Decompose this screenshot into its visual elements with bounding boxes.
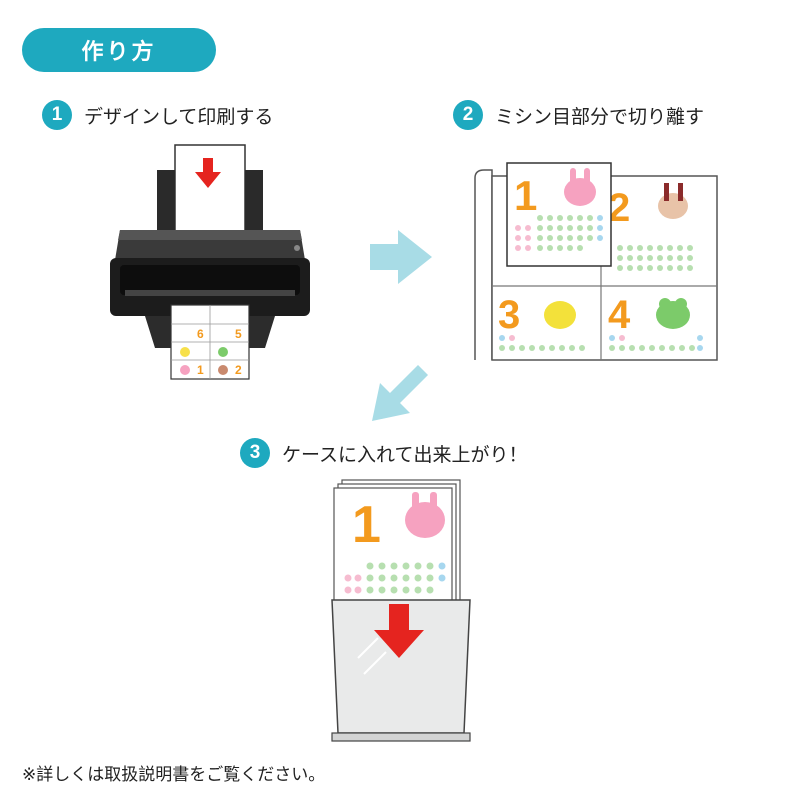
manual-note: ※詳しくは取扱説明書をご覧ください。	[22, 765, 326, 785]
step-1-text: デザインして印刷する	[84, 105, 274, 128]
svg-text:5: 5	[235, 327, 242, 341]
case-illustration: 1	[331, 479, 471, 742]
svg-text:2: 2	[608, 186, 630, 230]
step-3-heading: 3 ケースに入れて出来上がり！	[240, 438, 527, 468]
svg-text:1: 1	[514, 172, 537, 219]
svg-text:2: 2	[235, 363, 242, 377]
svg-text:3: 3	[498, 293, 520, 337]
step-2-heading: 2 ミシン目部分で切り離す	[453, 100, 704, 130]
step-3-number: 3	[240, 438, 270, 468]
step-1-heading: 1 デザインして印刷する	[42, 100, 273, 130]
flow-arrow-right-icon	[370, 230, 432, 284]
flow-arrow-down-left-icon	[372, 365, 428, 421]
svg-text:6: 6	[197, 327, 204, 341]
perforated-sheet-illustration: 2 3 4 1	[474, 162, 718, 361]
svg-text:1: 1	[352, 496, 381, 554]
step-3-text: ケースに入れて出来上がり！	[282, 443, 528, 466]
step-2-number: 2	[453, 100, 483, 130]
section-title: 作り方	[22, 28, 216, 72]
step-2-text: ミシン目部分で切り離す	[495, 105, 705, 128]
step-1-number: 1	[42, 100, 72, 130]
svg-text:4: 4	[608, 293, 631, 337]
svg-text:1: 1	[197, 363, 204, 377]
printer-illustration: 1 2 6 5	[110, 144, 310, 380]
